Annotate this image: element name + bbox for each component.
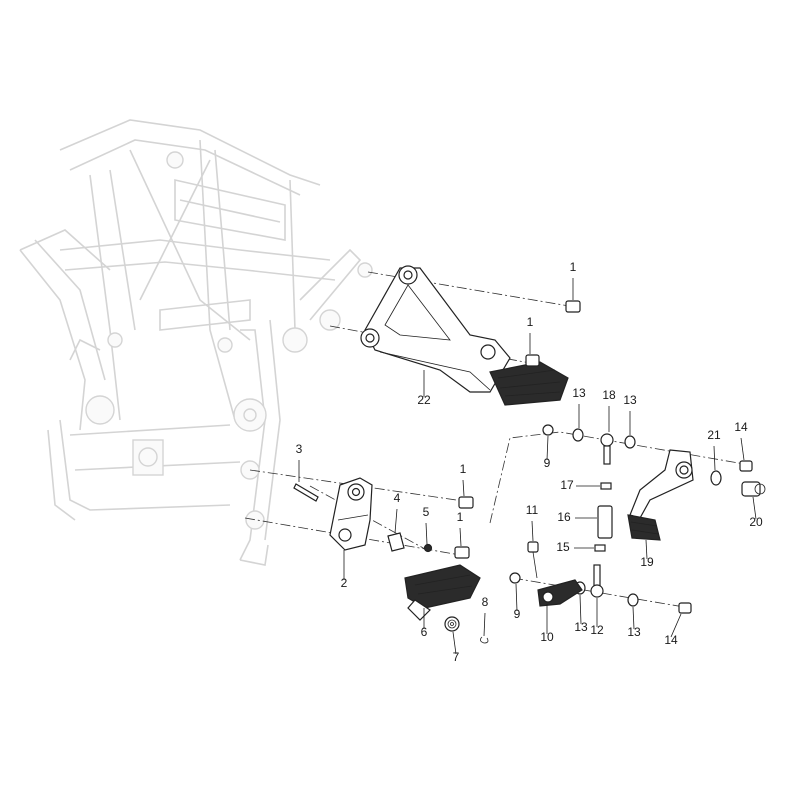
part-12-rod-end [590,564,604,598]
callout-c19: 19 [640,555,654,569]
callout-c1b: 1 [527,315,534,329]
part-3-pin [293,483,319,502]
callout-c16: 16 [557,510,571,524]
part-10-shift-arm [537,579,583,607]
part-18-rod-end [600,433,614,465]
part-8-clip [480,636,489,644]
callout-c9a: 9 [544,456,551,470]
callout-c13d: 13 [627,625,641,639]
callout-c12: 12 [590,623,604,637]
part-19-shift-lever [627,449,694,541]
bolts-1-upper [525,300,581,367]
callout-c6: 6 [421,625,428,639]
callout-c2: 2 [341,576,348,590]
bolts-1-lower [454,496,474,559]
part-14-bolts [678,460,753,614]
callout-c13b: 13 [623,393,637,407]
part-9-nuts [509,424,554,584]
part-5-small-bolt [423,543,433,553]
part-4-plate [387,532,405,552]
part-22-rear-footpeg-bracket [360,265,569,406]
part-17-15-nuts [594,482,612,552]
part-13-washers [572,428,639,607]
callout-c4: 4 [394,491,401,505]
callout-c1a: 1 [570,260,577,274]
callout-c14a: 14 [734,420,748,434]
callout-c13c: 13 [574,620,588,634]
callout-c21: 21 [707,428,721,442]
frame-ghost [19,119,373,566]
part-16-linkage-rod [597,505,613,539]
callout-c14b: 14 [664,633,678,647]
callout-c8: 8 [482,595,489,609]
part-20-pivot-bolt [741,481,766,497]
callout-c1c: 1 [460,462,467,476]
callout-c10: 10 [540,630,554,644]
callout-c1d: 1 [457,510,464,524]
callout-c3: 3 [296,442,303,456]
callout-c18: 18 [602,388,616,402]
callout-c13a: 13 [572,386,586,400]
callout-c15: 15 [556,540,570,554]
part-6-footpeg [404,564,481,621]
callout-c5: 5 [423,505,430,519]
callout-c9b: 9 [514,607,521,621]
callout-c7: 7 [453,650,460,664]
part-7-spring [444,616,460,632]
callout-c22: 22 [417,393,431,407]
part-11-bolt [527,541,539,579]
part-21-o-ring [710,470,722,486]
leader-lines [298,278,757,655]
part-2-front-footpeg-bracket [329,477,373,551]
callout-c11: 11 [526,503,539,517]
callout-c17: 17 [560,478,574,492]
callout-c20: 20 [749,515,763,529]
